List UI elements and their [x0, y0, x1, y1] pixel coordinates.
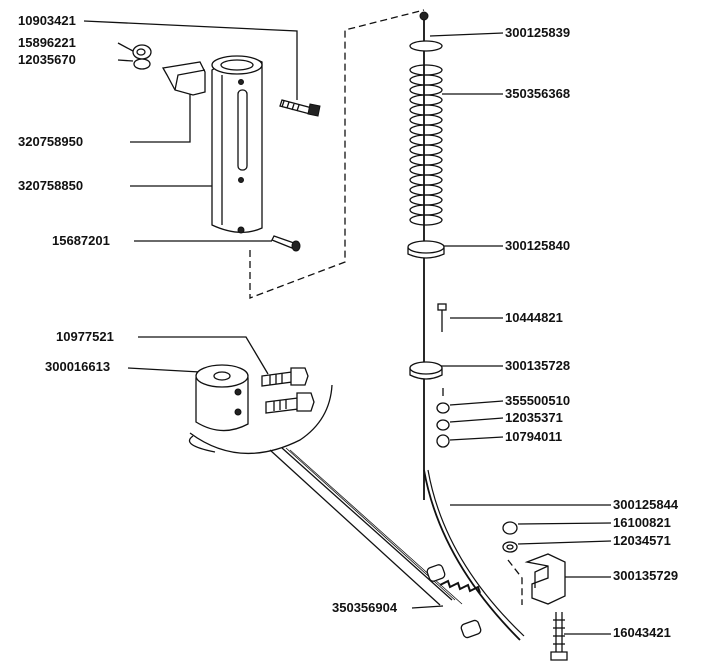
part-label-300125844: 300125844: [613, 497, 679, 512]
part-label-350356368: 350356368: [505, 86, 570, 101]
clamp-320758950: [161, 61, 206, 96]
bolt-16043421: [550, 612, 568, 661]
part-label-350356904: 350356904: [332, 600, 398, 615]
circlip-12035670: [133, 58, 151, 70]
bolt-10977521-lower: [265, 392, 315, 414]
part-label-320758950: 320758950: [18, 134, 83, 149]
leader-lines-left: [83, 20, 444, 609]
part-label-15687201: 15687201: [52, 233, 110, 248]
part-label-12035670: 12035670: [18, 52, 76, 67]
part-label-10444821: 10444821: [505, 310, 563, 325]
part-label-12035371: 12035371: [505, 410, 563, 425]
part-label-12034571: 12034571: [613, 533, 671, 548]
nut-10794011: [436, 434, 450, 448]
nut-16100821: [502, 521, 518, 535]
assembly-dashed-lines: [249, 9, 523, 605]
part-label-300016613: 300016613: [45, 359, 110, 374]
screw-15687201: [271, 235, 301, 252]
detail-callout: [188, 364, 482, 639]
bolt-10444821: [437, 303, 447, 332]
part-label-300135729: 300135729: [613, 568, 678, 583]
disc-300125839: [409, 40, 443, 52]
part-label-10794011: 10794011: [505, 429, 562, 444]
part-label-300125840: 300125840: [505, 238, 570, 253]
bolt-10903421: [279, 99, 321, 117]
part-label-300135728: 300135728: [505, 358, 570, 373]
part-label-15896221: 15896221: [18, 35, 76, 50]
part-label-10903421: 10903421: [18, 13, 76, 28]
tube-assembly: [132, 44, 321, 252]
part-label-16100821: 16100821: [613, 515, 671, 530]
bolt-10977521-upper: [261, 367, 309, 387]
washer-355500510: [436, 402, 450, 414]
tube-320758850: [211, 57, 263, 233]
spring-350356368: [409, 64, 443, 226]
part-label-16043421: 16043421: [613, 625, 671, 640]
leader-lines-right: [429, 32, 612, 635]
part-label-10977521: 10977521: [56, 329, 114, 344]
bracket-300135729: [524, 553, 566, 605]
washer-12035371: [436, 419, 450, 431]
part-label-300125839: 300125839: [505, 25, 570, 40]
spring-rod-assembly: [407, 11, 525, 641]
part-label-355500510: 355500510: [505, 393, 570, 408]
bracket-assembly: [502, 521, 568, 661]
part-label-320758850: 320758850: [18, 178, 83, 193]
